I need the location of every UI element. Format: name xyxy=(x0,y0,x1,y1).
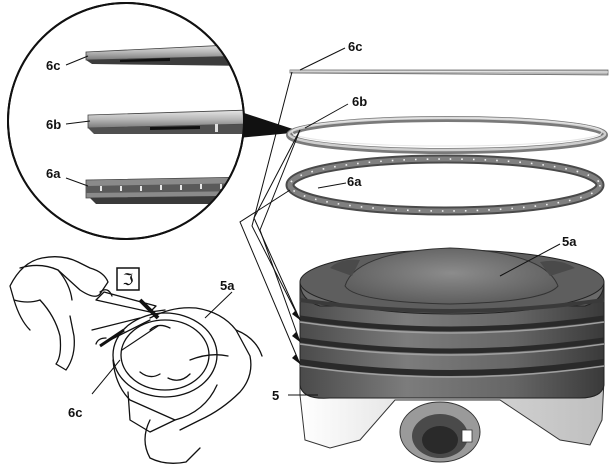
inset-ring-6a xyxy=(85,176,244,204)
inset-label-6b: 6b xyxy=(46,117,61,132)
inset-leader-6c xyxy=(65,55,89,66)
label-hand-ring-6c: 6c xyxy=(68,405,82,420)
tool-spring-dark-2 xyxy=(99,328,125,348)
label-ring-6a: 6a xyxy=(347,174,362,189)
magnified-ring-inset: 6c 6b 6a xyxy=(7,2,302,240)
piston xyxy=(299,247,605,463)
leader-lines xyxy=(91,47,561,396)
label-piston-5: 5 xyxy=(272,388,279,403)
ring-installation-hands-illustration xyxy=(9,256,263,464)
inset-callout-wedge xyxy=(238,111,302,138)
label-piston-crown-5a: 5a xyxy=(562,234,577,249)
svg-text:ℑ: ℑ xyxy=(122,270,133,289)
ring-6b xyxy=(286,116,608,154)
arrow-heads xyxy=(292,310,300,364)
ring-expander-tool-icon: ℑ xyxy=(116,267,140,291)
inset-leader-6a xyxy=(65,177,89,187)
tool-spring-dark xyxy=(138,298,160,320)
inset-leader-6b xyxy=(65,120,91,125)
inset-ring-6b xyxy=(87,109,244,134)
label-ring-6c: 6c xyxy=(348,39,362,54)
inset-label-6a: 6a xyxy=(46,166,61,181)
label-hand-piston-5a: 5a xyxy=(220,278,235,293)
ring-6a xyxy=(285,154,605,216)
inset-label-6c: 6c xyxy=(46,58,60,73)
label-ring-6b: 6b xyxy=(352,94,367,109)
ring-6c xyxy=(289,69,609,76)
